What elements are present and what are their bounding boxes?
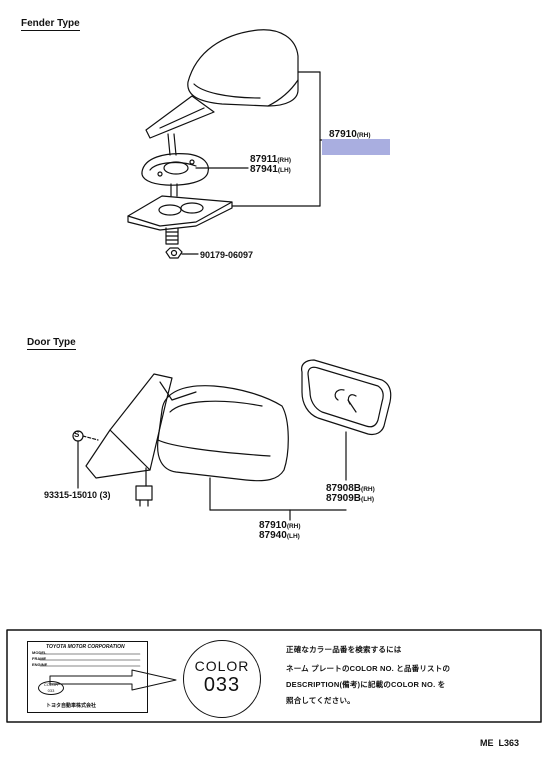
note-line-4: 照合してください。 xyxy=(286,696,355,705)
plate-line-frame: FRAME xyxy=(32,656,47,661)
fender-mirror-gasket xyxy=(127,195,233,227)
part-87910-fender: 87910(RH) xyxy=(329,129,371,140)
color-code-circle: COLOR 033 xyxy=(183,640,261,718)
name-plate: TOYOTA MOTOR CORPORATION MODEL FRAME ENG… xyxy=(27,641,148,713)
note-line-2: ネーム プレートのCOLOR NO. と品番リストの xyxy=(286,664,451,673)
plate-line-engine: ENGINE xyxy=(32,662,48,667)
door-mirror-bracket xyxy=(85,373,173,479)
part-87940: 87940(LH) xyxy=(259,530,300,541)
part-87911: 87911(RH) xyxy=(250,154,291,165)
part-87908b: 87908B(RH) xyxy=(326,483,375,494)
note-line-3: DESCRIPTION(備考)に記載のCOLOR NO. を xyxy=(286,680,446,689)
part-87941: 87941(LH) xyxy=(250,164,291,175)
part-93315-15010: 93315-15010 (3) xyxy=(44,490,111,500)
fender-type-title: Fender Type xyxy=(21,18,80,31)
fender-mirror-head xyxy=(187,29,299,107)
part-90179-06097: 90179-06097 xyxy=(200,250,254,260)
fender-nut xyxy=(165,247,183,259)
part-87910-door: 87910(RH) xyxy=(259,520,301,531)
callout-s: S xyxy=(74,430,80,439)
note-line-1: 正確なカラー品番を検索するには xyxy=(286,645,402,654)
door-mirror-glass xyxy=(301,359,392,436)
fender-mirror-arm xyxy=(145,95,215,139)
highlight-bar xyxy=(322,139,390,155)
plate-footer: トヨタ自動車株式会社 xyxy=(46,703,97,709)
part-87909b: 87909B(LH) xyxy=(326,493,375,504)
fender-mirror-base xyxy=(141,153,209,186)
door-mirror-housing xyxy=(157,385,289,482)
page-code: ME L363 xyxy=(480,738,520,748)
plate-title: TOYOTA MOTOR CORPORATION xyxy=(46,644,125,650)
door-type-title: Door Type xyxy=(27,337,76,350)
plate-line-model: MODEL xyxy=(32,650,47,655)
